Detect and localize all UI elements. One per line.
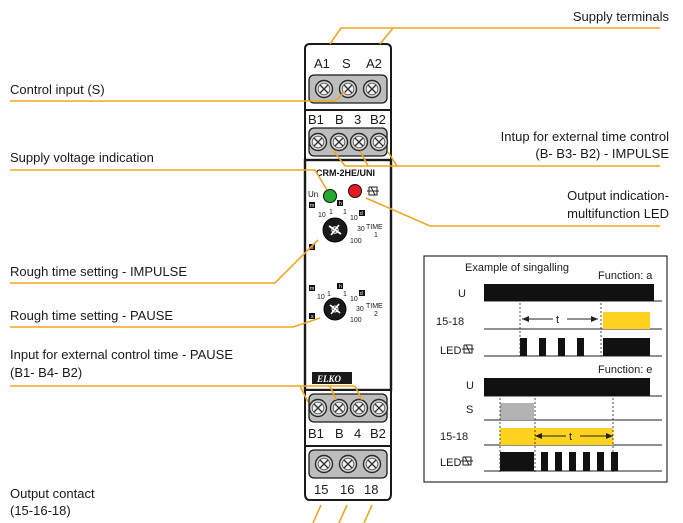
- dial1-tick-1a: 1: [329, 209, 333, 216]
- terminal-b2-upper-label: B2: [370, 112, 386, 127]
- dial1-tick-1b: 1: [343, 209, 347, 216]
- dial1-marker-s: s: [311, 245, 314, 251]
- time-dial-2[interactable]: m h d s 10 1 1 10 30 100 TIME 2: [309, 283, 383, 324]
- label-rough-time-impulse: Rough time setting - IMPULSE: [10, 264, 187, 279]
- t-label-e: t: [569, 431, 572, 443]
- dial1-time-label: TIME: [366, 224, 383, 231]
- label-output-indication-1: Output indication-: [567, 188, 669, 203]
- dial1-tick-100: 100: [350, 238, 362, 245]
- label-control-input: Control input (S): [10, 82, 105, 97]
- relay-device: A1 S A2 B1 B 3 B2 B1 B 4 B2 15 16 18 CRM…: [303, 43, 393, 501]
- dial1-marker-h: h: [339, 201, 342, 207]
- label-external-time-control-2: (B- B3- B2) - IMPULSE: [535, 146, 669, 161]
- screw-b1-upper[interactable]: [308, 132, 328, 152]
- label-external-time-control-1: Intup for external time control: [501, 129, 669, 144]
- label-supply-voltage-indication: Supply voltage indication: [10, 150, 154, 165]
- screw-b-lower[interactable]: [329, 398, 349, 418]
- label-external-control-pause-2: (B1- B4- B2): [10, 365, 82, 380]
- terminal-15-label: 15: [314, 482, 328, 497]
- dial2-tick-1a: 1: [327, 291, 331, 298]
- dial1-tick-10a: 10: [318, 212, 326, 219]
- dial1-number: 1: [374, 232, 378, 239]
- terminal-3-upper-label: 3: [354, 112, 361, 127]
- row-1518-e: 15-18: [440, 431, 468, 443]
- label-output-contact-1: Output contact: [10, 486, 95, 501]
- terminal-s-label: S: [342, 56, 351, 71]
- screw-a2[interactable]: [362, 79, 382, 99]
- screw-b2-lower[interactable]: [369, 398, 389, 418]
- terminal-a1-label: A1: [314, 56, 330, 71]
- leader-lines: [10, 27, 660, 523]
- output-pulse-a: [603, 312, 650, 329]
- row-u-a: U: [458, 288, 466, 300]
- screw-15[interactable]: [314, 454, 334, 474]
- dial2-marker-d: d: [360, 291, 363, 297]
- screw-b1-lower[interactable]: [308, 398, 328, 418]
- dial1-marker-m: m: [310, 203, 314, 209]
- supply-led: [323, 189, 337, 203]
- screw-18[interactable]: [362, 454, 382, 474]
- screw-b2-upper[interactable]: [369, 132, 389, 152]
- dial2-tick-1b: 1: [343, 291, 347, 298]
- u-pulse-e: [484, 378, 650, 396]
- model-label: CRM-2HE/UNI: [316, 168, 375, 178]
- dial2-marker-h: h: [339, 284, 342, 290]
- row-s-e: S: [466, 404, 473, 416]
- terminal-b1-upper-label: B1: [308, 112, 324, 127]
- dial2-tick-30: 30: [356, 306, 364, 313]
- elko-logo: ELKO: [312, 372, 352, 384]
- row-1518-a: 15-18: [436, 316, 464, 328]
- screw-3-upper[interactable]: [349, 132, 369, 152]
- s-pulse-e: [500, 403, 534, 420]
- terminal-b2-lower-label: B2: [370, 426, 386, 441]
- label-rough-time-pause: Rough time setting - PAUSE: [10, 308, 173, 323]
- timing-title: Example of singalling: [465, 262, 569, 274]
- screw-16[interactable]: [338, 454, 358, 474]
- label-external-control-pause-1: Input for external control time - PAUSE: [10, 347, 233, 362]
- label-output-contact-2: (15-16-18): [10, 503, 71, 518]
- u-pulse-a: [484, 284, 654, 301]
- dial2-marker-m: m: [310, 286, 314, 292]
- dial1-marker-d: d: [360, 211, 363, 217]
- screw-b-upper[interactable]: [329, 132, 349, 152]
- row-u-e: U: [466, 380, 474, 392]
- label-output-indication-2: multifunction LED: [567, 206, 669, 221]
- terminal-b-upper-label: B: [335, 112, 344, 127]
- timing-diagram: Example of singalling Function: a U 15-1…: [423, 255, 668, 483]
- dial1-tick-30: 30: [357, 226, 365, 233]
- label-supply-terminals: Supply terminals: [573, 9, 670, 24]
- dial2-tick-100: 100: [350, 317, 362, 324]
- screw-a1[interactable]: [314, 79, 334, 99]
- dial2-tick-10a: 10: [317, 294, 325, 301]
- terminal-b-lower-label: B: [335, 426, 344, 441]
- t-label-a: t: [556, 314, 559, 326]
- screw-4-lower[interactable]: [349, 398, 369, 418]
- row-led-a: LED: [440, 345, 461, 357]
- dial2-time-label: TIME: [366, 303, 383, 310]
- function-a-label: Function: a: [598, 270, 653, 282]
- un-label: Un: [308, 190, 318, 199]
- row-led-e: LED: [440, 457, 461, 469]
- dial2-number: 2: [374, 311, 378, 318]
- function-e-label: Function: e: [598, 364, 652, 376]
- terminal-18-label: 18: [364, 482, 378, 497]
- terminal-b1-lower-label: B1: [308, 426, 324, 441]
- dial2-marker-s: s: [311, 314, 314, 320]
- terminal-16-label: 16: [340, 482, 354, 497]
- terminal-4-lower-label: 4: [354, 426, 361, 441]
- time-dial-1[interactable]: m h d s 10 1 1 10 30 100 TIME 1: [309, 200, 383, 251]
- svg-text:ELKO: ELKO: [316, 374, 342, 384]
- dial2-tick-10b: 10: [350, 296, 358, 303]
- dial1-tick-10b: 10: [350, 215, 358, 222]
- terminal-a2-label: A2: [366, 56, 382, 71]
- output-led: [348, 184, 362, 198]
